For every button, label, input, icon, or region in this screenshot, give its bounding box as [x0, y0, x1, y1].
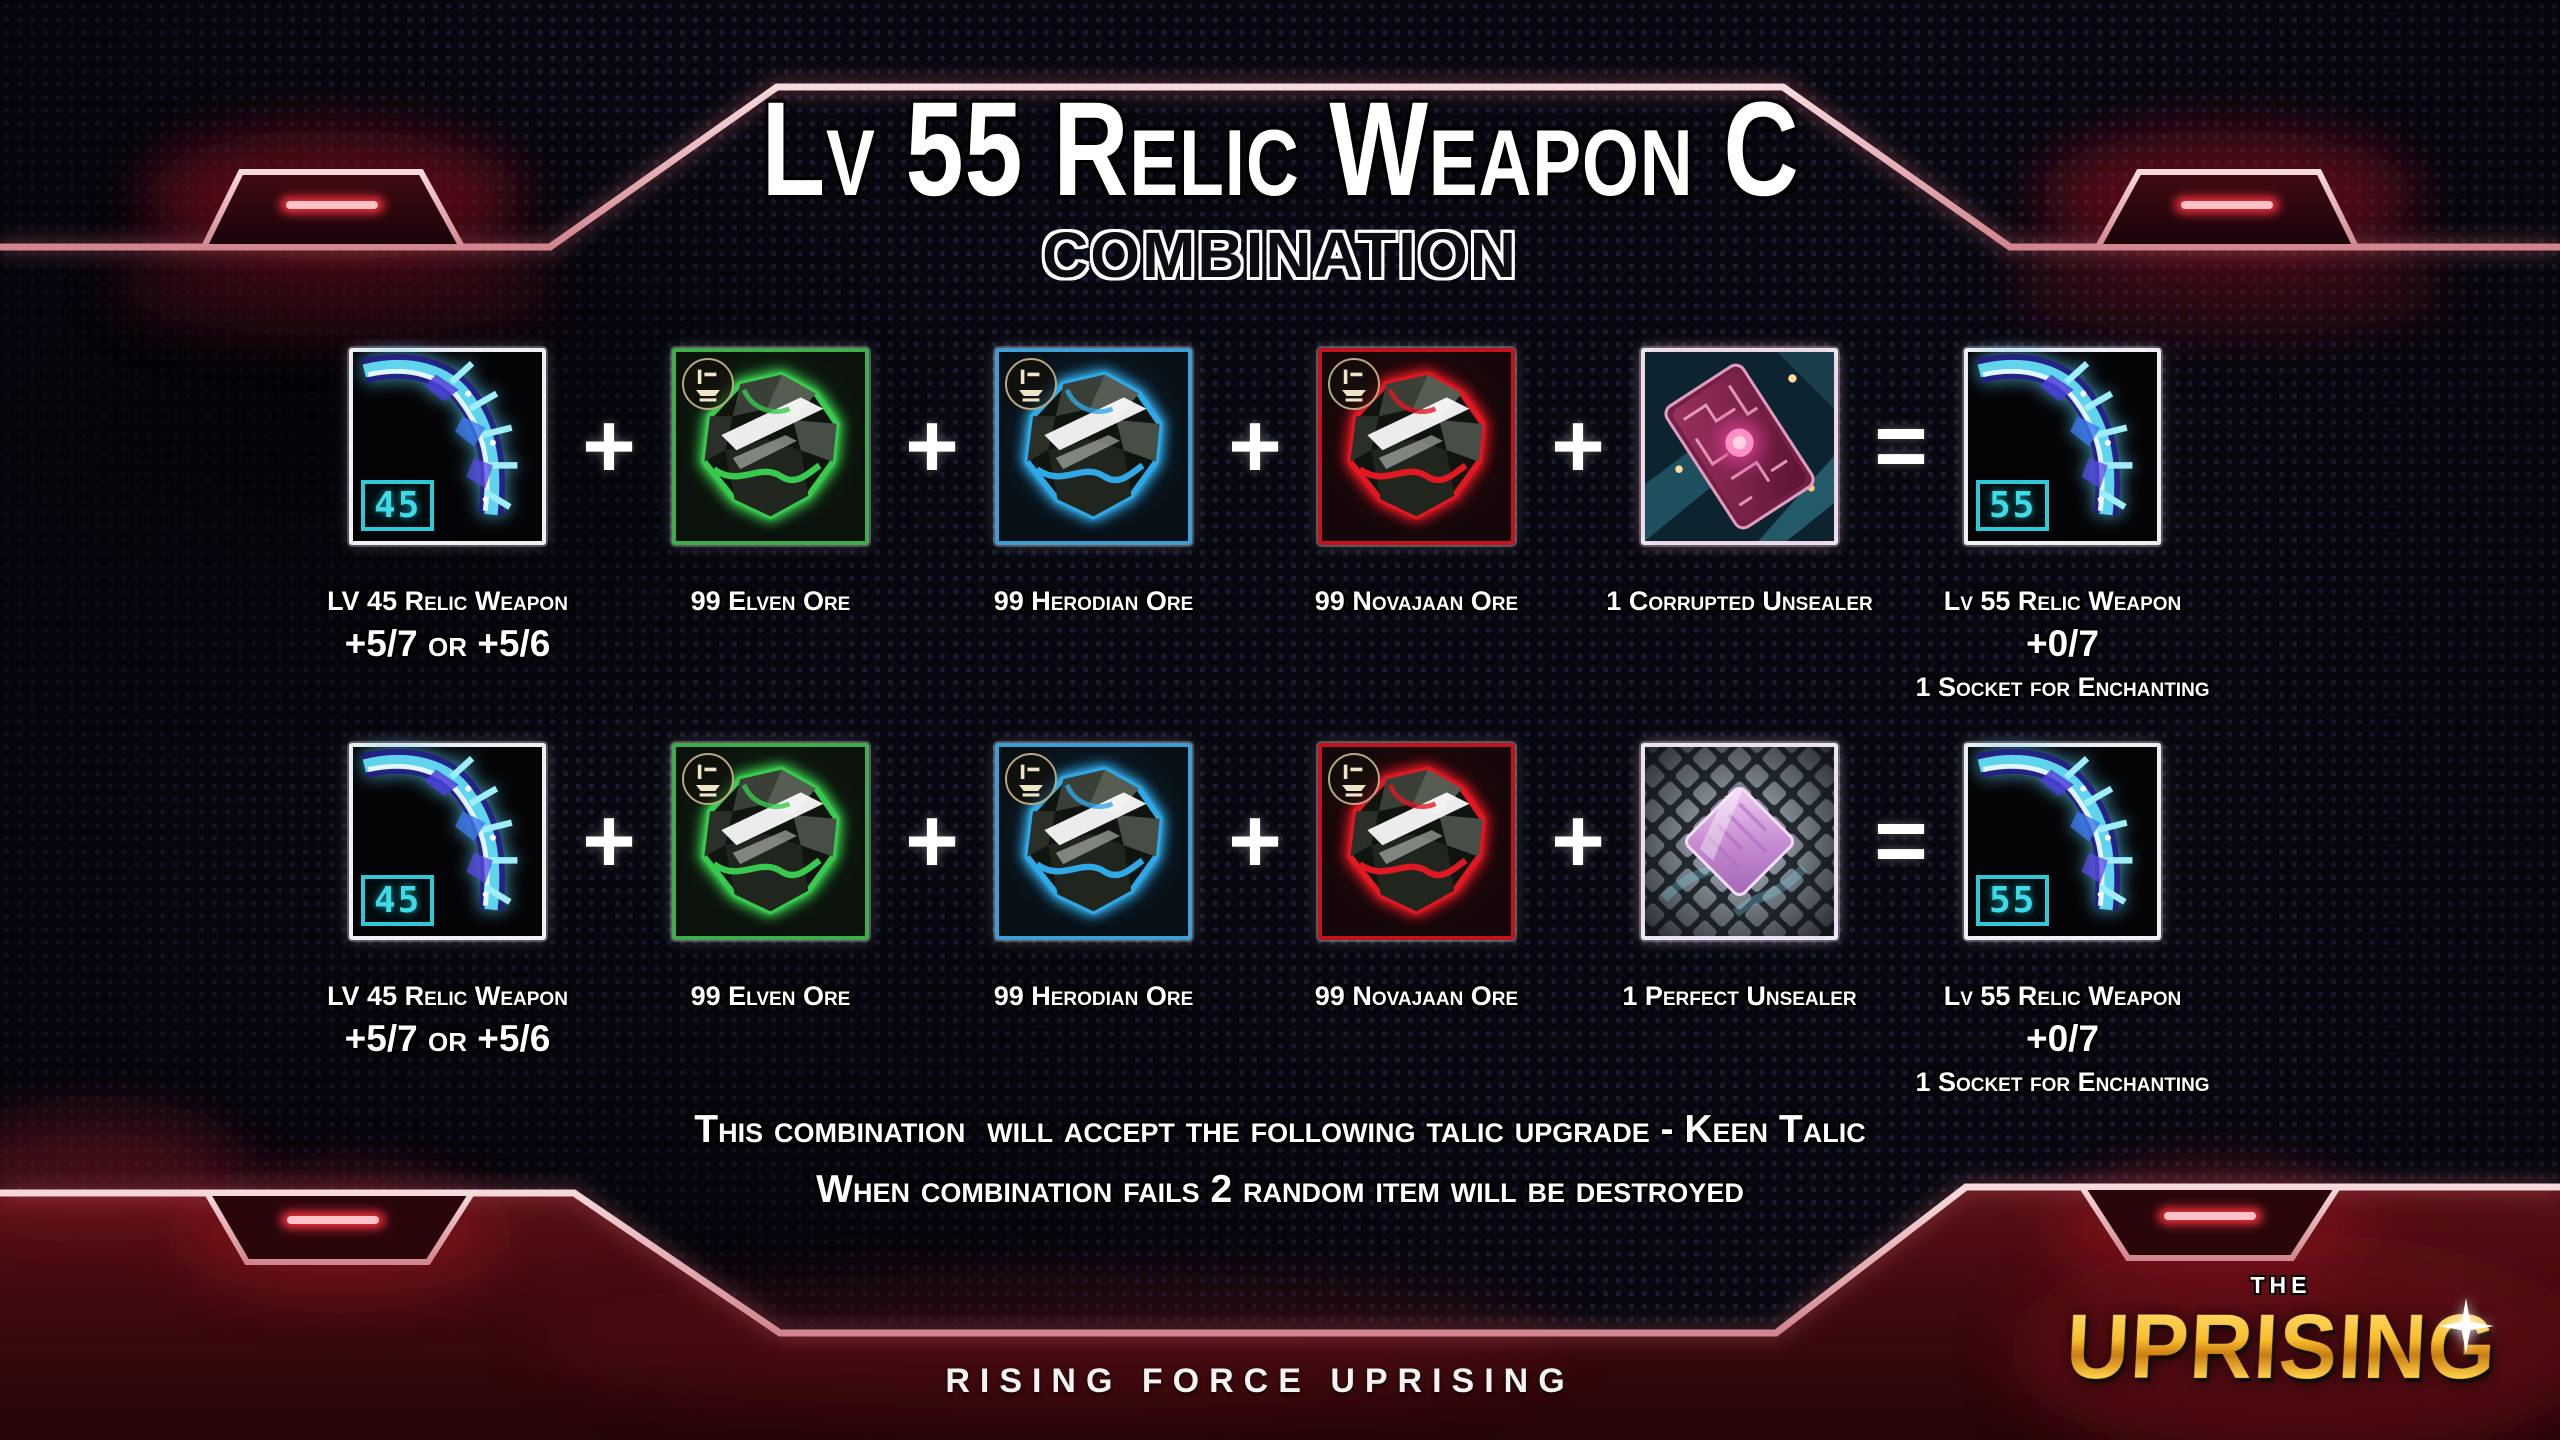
notes: This combination will accept the followi… — [0, 1100, 2560, 1220]
result-socket-label: 1 Socket for Enchanting — [1915, 672, 2210, 702]
plus-operator: + — [582, 395, 636, 497]
result-enhance-label: +0/7 — [2025, 623, 2100, 664]
item-corrupted-unsealer: 1 Corrupted Unsealer — [1606, 348, 1873, 621]
item-herodian-ore: 99 Herodian Ore — [991, 348, 1196, 621]
item-herodian-ore: 99 Herodian Ore — [991, 743, 1196, 1016]
equals-operator: = — [1874, 395, 1928, 497]
forge-badge-icon — [1328, 753, 1380, 805]
item-label: LV 45 Relic Weapon — [327, 586, 568, 616]
item-sublabel: +5/7 or +5/6 — [344, 1018, 551, 1059]
item-label: 1 Perfect Unsealer — [1622, 981, 1857, 1011]
item-perfect-unsealer: 1 Perfect Unsealer — [1622, 743, 1857, 1016]
herodian-ore-icon — [995, 743, 1192, 940]
result-label: Lv 55 Relic Weapon — [1943, 981, 2182, 1011]
combo-row-2: 45 LV 45 Relic Weapon +5/7 or +5/6 + 99 … — [327, 743, 2210, 1138]
elven-ore-icon — [672, 743, 869, 940]
plus-operator: + — [905, 395, 959, 497]
item-novajaan-ore: 99 Novajaan Ore — [1314, 743, 1519, 1016]
level-badge: 45 — [361, 479, 435, 531]
page-title: Lv 55 Relic Weapon C — [760, 75, 1800, 224]
plus-operator: + — [1228, 790, 1282, 892]
combination-rows: 45 LV 45 Relic Weapon +5/7 or +5/6 + 99 … — [327, 348, 2210, 1138]
lv55-relic-weapon-icon: 55 — [1964, 743, 2161, 940]
item-elven-ore: 99 Elven Ore — [668, 348, 873, 621]
forge-badge-icon — [1005, 358, 1057, 410]
level-badge: 45 — [361, 874, 435, 926]
result-socket-label: 1 Socket for Enchanting — [1915, 1067, 2210, 1097]
unsealer-art-icon — [1645, 747, 1834, 936]
item-label: 1 Corrupted Unsealer — [1606, 586, 1873, 616]
unsealer-art-icon — [1645, 352, 1834, 541]
plus-operator: + — [1228, 395, 1282, 497]
result-lv55-relic-weapon: 55 Lv 55 Relic Weapon +0/7 1 Socket for … — [1915, 743, 2210, 1102]
item-elven-ore: 99 Elven Ore — [668, 743, 873, 1016]
sparkle-icon — [2438, 1298, 2494, 1354]
item-lv45-relic-weapon: 45 LV 45 Relic Weapon +5/7 or +5/6 — [327, 743, 568, 1062]
result-enhance-label: +0/7 — [2025, 1018, 2100, 1059]
header: Lv 55 Relic Weapon C COMBINATION — [0, 75, 2560, 291]
plus-operator: + — [905, 790, 959, 892]
plus-operator: + — [582, 790, 636, 892]
level-badge: 55 — [1976, 874, 2050, 926]
item-label: 99 Elven Ore — [690, 981, 851, 1011]
result-lv55-relic-weapon: 55 Lv 55 Relic Weapon +0/7 1 Socket for … — [1915, 348, 2210, 707]
item-label: 99 Herodian Ore — [993, 586, 1194, 616]
forge-badge-icon — [1005, 753, 1057, 805]
item-label: 99 Elven Ore — [690, 586, 851, 616]
item-label: 99 Novajaan Ore — [1314, 981, 1519, 1011]
elven-ore-icon — [672, 348, 869, 545]
lv55-relic-weapon-icon: 55 — [1964, 348, 2161, 545]
plus-operator: + — [1551, 395, 1605, 497]
forge-badge-icon — [682, 358, 734, 410]
novajaan-ore-icon — [1318, 348, 1515, 545]
equals-operator: = — [1874, 790, 1928, 892]
note-talic-upgrade: This combination will accept the followi… — [694, 1108, 1866, 1151]
lv45-relic-weapon-icon: 45 — [349, 348, 546, 545]
logo-uprising-text: UPRISING — [2063, 1296, 2499, 1398]
logo-the-text: THE — [2250, 1272, 2312, 1298]
item-novajaan-ore: 99 Novajaan Ore — [1314, 348, 1519, 621]
novajaan-ore-icon — [1318, 743, 1515, 940]
item-label: LV 45 Relic Weapon — [327, 981, 568, 1011]
item-label: 99 Novajaan Ore — [1314, 586, 1519, 616]
herodian-ore-icon — [995, 348, 1192, 545]
item-lv45-relic-weapon: 45 LV 45 Relic Weapon +5/7 or +5/6 — [327, 348, 568, 667]
note-fail-warning: When combination fails 2 random item wil… — [816, 1168, 1744, 1211]
page-subtitle: COMBINATION — [1042, 218, 1518, 291]
forge-badge-icon — [682, 753, 734, 805]
plus-operator: + — [1551, 790, 1605, 892]
combo-row-1: 45 LV 45 Relic Weapon +5/7 or +5/6 + 99 … — [327, 348, 2210, 743]
item-sublabel: +5/7 or +5/6 — [344, 623, 551, 664]
corrupted-unsealer-icon — [1641, 348, 1838, 545]
perfect-unsealer-icon — [1641, 743, 1838, 940]
forge-badge-icon — [1328, 358, 1380, 410]
level-badge: 55 — [1976, 479, 2050, 531]
item-label: 99 Herodian Ore — [993, 981, 1194, 1011]
result-label: Lv 55 Relic Weapon — [1943, 586, 2182, 616]
uprising-logo: THE UPRISING — [2046, 1272, 2516, 1398]
lv45-relic-weapon-icon: 45 — [349, 743, 546, 940]
